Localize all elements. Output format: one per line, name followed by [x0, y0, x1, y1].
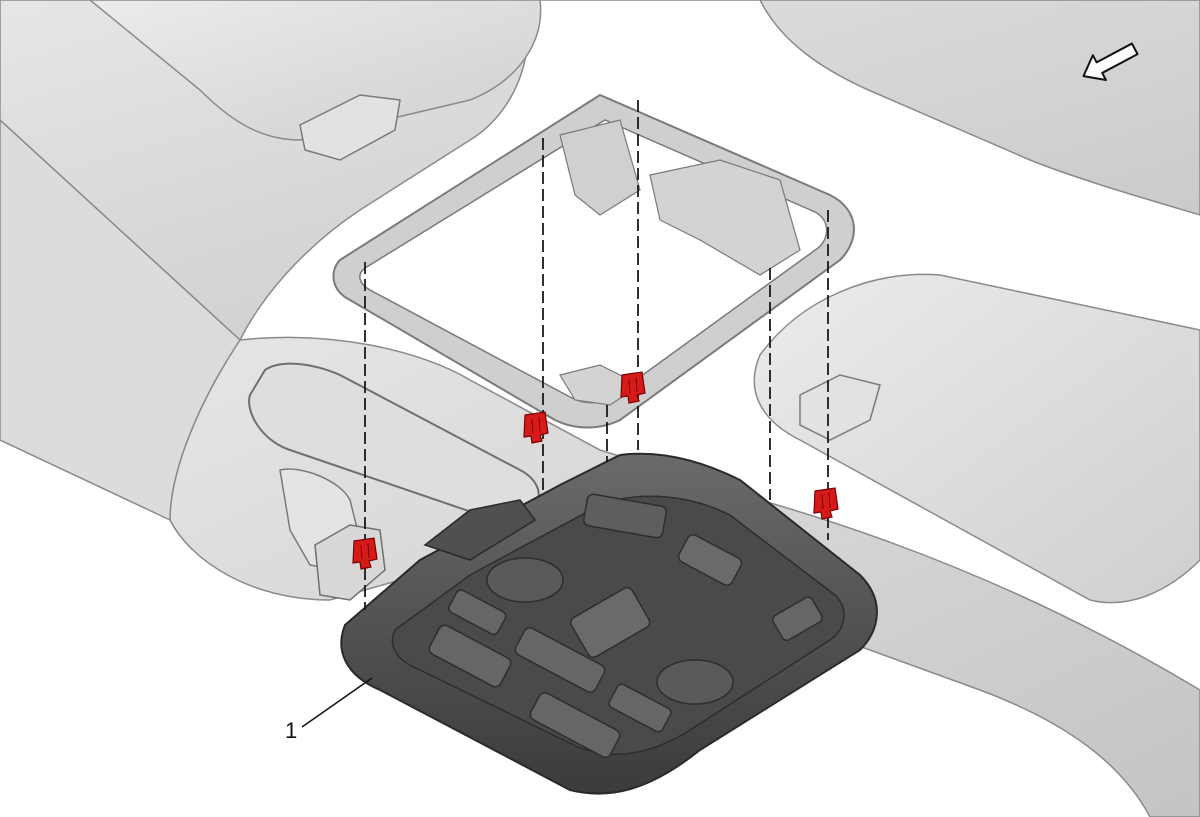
- console-button-cluster: [428, 493, 823, 759]
- reading-lamp-lens-right: [656, 659, 734, 705]
- sun-visor-right: [753, 273, 1200, 604]
- reading-lamp-lens-left: [486, 557, 564, 603]
- console-opening-frame: [332, 93, 855, 429]
- retaining-clip-icon: [352, 537, 378, 570]
- callout-leader-line: [301, 677, 373, 728]
- retaining-clips: [352, 371, 839, 570]
- overhead-console: [340, 452, 878, 795]
- sun-visor-left: [88, 0, 542, 161]
- callout-1: 1: [285, 677, 373, 743]
- callout-label: 1: [285, 718, 297, 743]
- retaining-clip-icon: [620, 371, 646, 404]
- retaining-clip-icon: [523, 411, 549, 444]
- retaining-clip-icon: [813, 487, 839, 520]
- direction-arrow-icon: [1082, 42, 1139, 81]
